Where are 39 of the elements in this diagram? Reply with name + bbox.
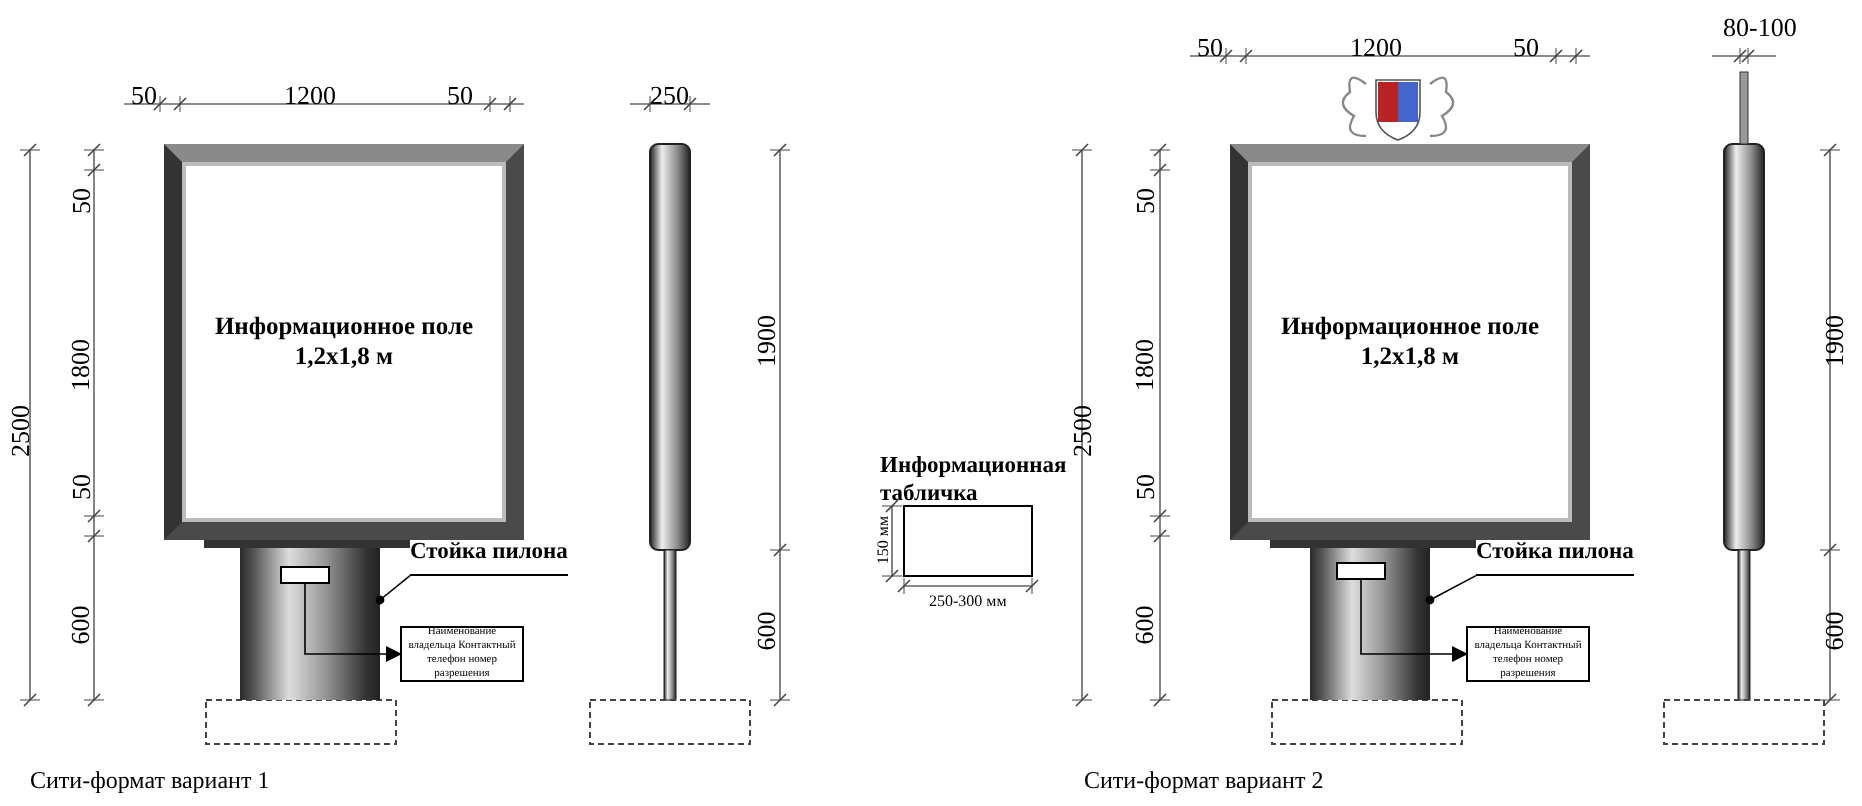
dimension-value: 250-300 мм	[929, 594, 1007, 610]
leader-line	[1425, 574, 1477, 605]
pylon-post	[240, 548, 380, 700]
dimension-value: 2500	[1069, 404, 1095, 456]
dimension-value: 1200	[1350, 33, 1402, 59]
dimension-value: 250	[650, 81, 689, 107]
dimension-value: 150 мм	[876, 515, 893, 565]
info-plate	[1336, 562, 1386, 580]
callout-label: Стойка пилона	[1476, 540, 1634, 576]
dimension-value: 50	[1197, 33, 1223, 59]
dimension-value: 50	[67, 187, 93, 213]
info-plate	[280, 566, 330, 584]
dimension-value: 80-100	[1723, 13, 1797, 39]
dimension-value: 50	[1513, 33, 1539, 59]
dimension-value: 50	[1131, 187, 1157, 213]
caption: Сити-формат вариант 2	[1084, 768, 1324, 792]
info-panel: Информационное поле 1,2x1,8 м	[1230, 144, 1590, 540]
dimension-value: 1800	[1131, 338, 1157, 390]
dimension-value: 1800	[67, 338, 93, 390]
leader-line	[304, 583, 402, 662]
pylon-post	[1310, 548, 1430, 700]
dimension-value: 600	[66, 604, 93, 644]
dimension-value: 50	[447, 81, 473, 107]
info-panel: Информационное поле 1,2x1,8 м	[164, 144, 524, 540]
callout-label: Стойка пилона	[410, 540, 568, 576]
leader-line	[375, 574, 411, 605]
dimension-value: 600	[752, 610, 779, 650]
dimension-value: 600	[1130, 604, 1157, 644]
dimension-value: 50	[67, 473, 93, 499]
leader-line	[1360, 579, 1468, 662]
dimension-value: 1200	[284, 81, 336, 107]
plate-heading: Информационная табличка	[880, 452, 1070, 510]
dimension-value: 1900	[753, 314, 779, 366]
caption: Сити-формат вариант 1	[30, 768, 270, 792]
dimension-value: 1900	[1821, 314, 1847, 366]
dimension-value: 600	[1820, 610, 1847, 650]
dimension-value: 50	[1131, 473, 1157, 499]
dimension-value: 2500	[7, 404, 33, 456]
dimension-value: 50	[131, 81, 157, 107]
